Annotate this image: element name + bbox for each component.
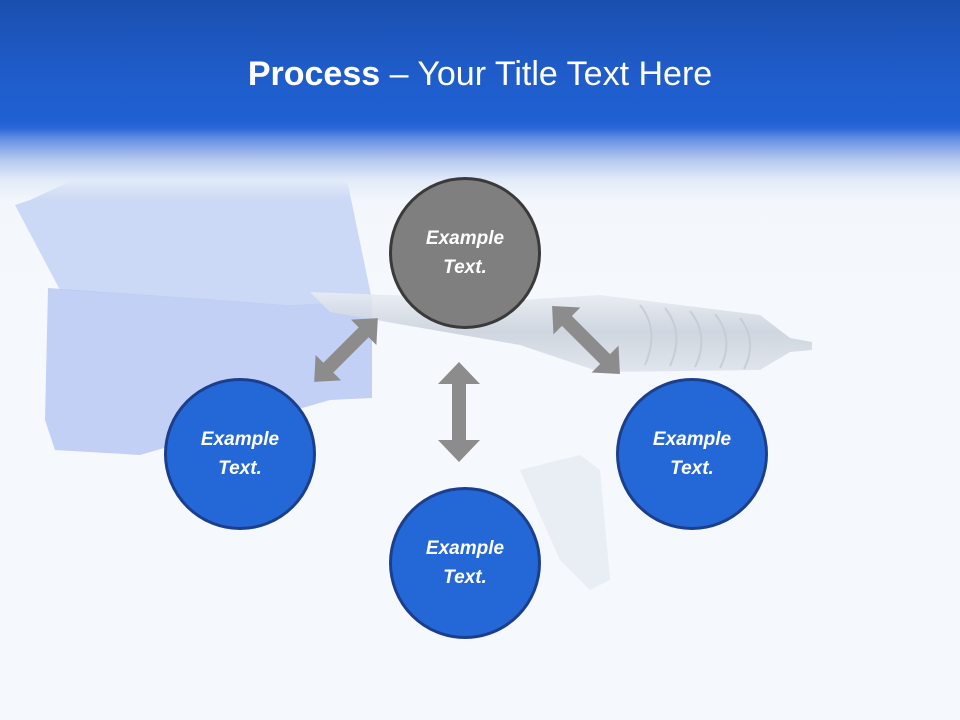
- slide-title: Process – Your Title Text Here: [0, 52, 960, 96]
- node-label: Example Text.: [425, 228, 505, 278]
- double-arrow-icon: [314, 318, 378, 382]
- title-rest: – Your Title Text Here: [380, 55, 713, 93]
- dart-flight-lower: [45, 288, 372, 455]
- process-node-top: Example Text.: [389, 177, 541, 329]
- node-label: Example Text.: [200, 429, 280, 479]
- double-arrow-icon: [552, 306, 620, 374]
- title-bold: Process: [247, 55, 381, 93]
- double-arrow-icon: [438, 362, 480, 462]
- header-band: [0, 0, 960, 200]
- dart-shadow: [520, 455, 610, 590]
- node-label: Example Text.: [425, 538, 505, 588]
- process-node-left: Example Text.: [164, 378, 316, 530]
- dart-grip: [639, 304, 751, 370]
- process-node-right: Example Text.: [616, 378, 768, 530]
- node-label: Example Text.: [652, 429, 732, 479]
- process-node-bottom: Example Text.: [389, 487, 541, 639]
